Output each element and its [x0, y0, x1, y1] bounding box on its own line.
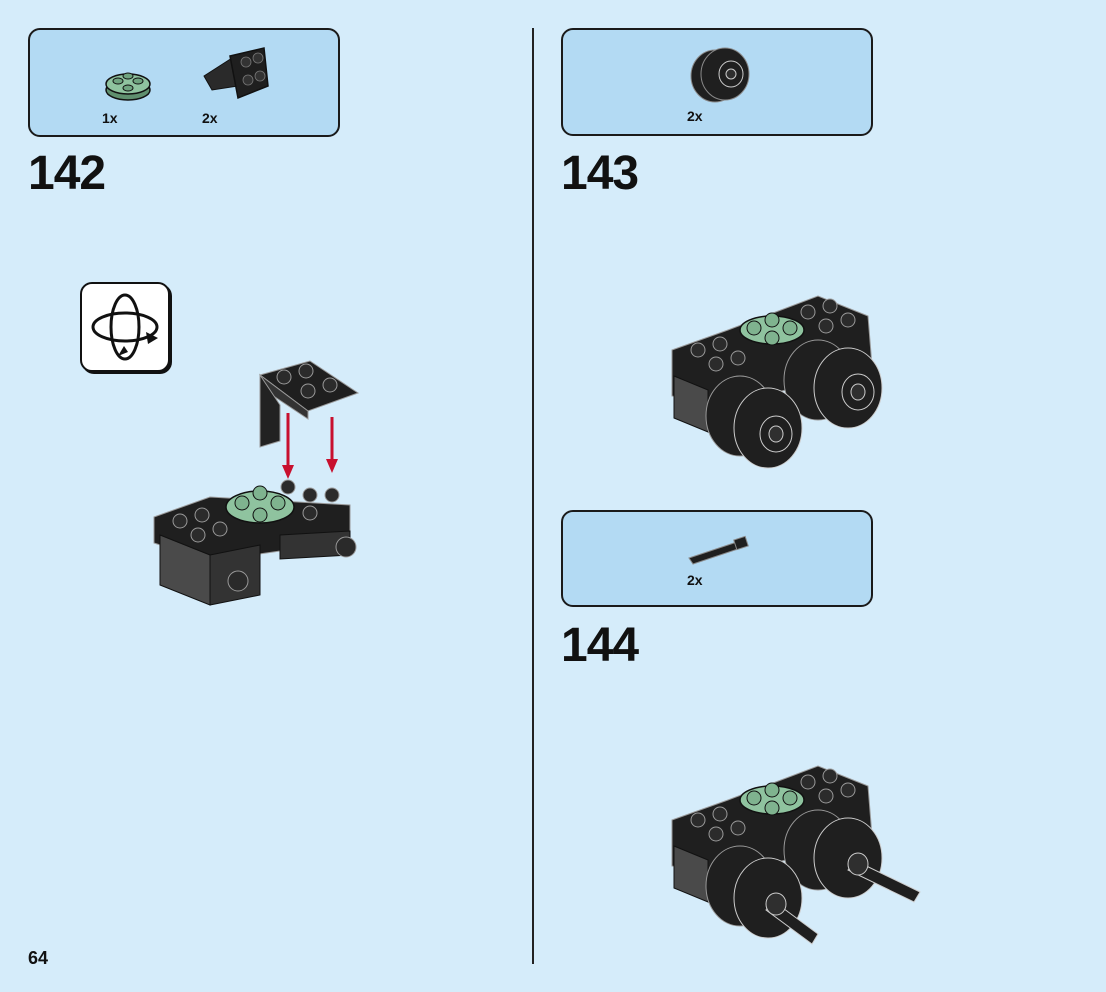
step-number-142: 142 [28, 147, 106, 200]
round-plate-sand-green-icon [105, 72, 151, 101]
rotate-model-icon [91, 293, 159, 361]
step-number-144: 144 [561, 619, 639, 672]
bracket-black-icon [203, 47, 269, 100]
model-step-142 [153, 360, 360, 606]
parts-box-step-144: 2x [561, 510, 873, 607]
placement-arrows [282, 413, 338, 479]
part-qty: 1x [102, 110, 118, 126]
part-qty: 2x [687, 108, 703, 124]
model-step-144 [671, 765, 921, 945]
parts-box-step-143: 2x [561, 28, 873, 136]
page-divider [532, 28, 534, 964]
step-number-143: 143 [561, 147, 639, 200]
model-step-143 [671, 295, 883, 469]
part-qty: 2x [202, 110, 218, 126]
axle-black-icon [688, 535, 749, 565]
page-number: 64 [28, 948, 49, 968]
part-qty: 2x [687, 572, 703, 588]
rotate-model-box [80, 282, 170, 372]
parts-box-step-142: 1x 2x [28, 28, 340, 137]
bracket-part [258, 360, 360, 448]
tire-black-icon [690, 47, 750, 103]
base-assembly [153, 479, 357, 606]
